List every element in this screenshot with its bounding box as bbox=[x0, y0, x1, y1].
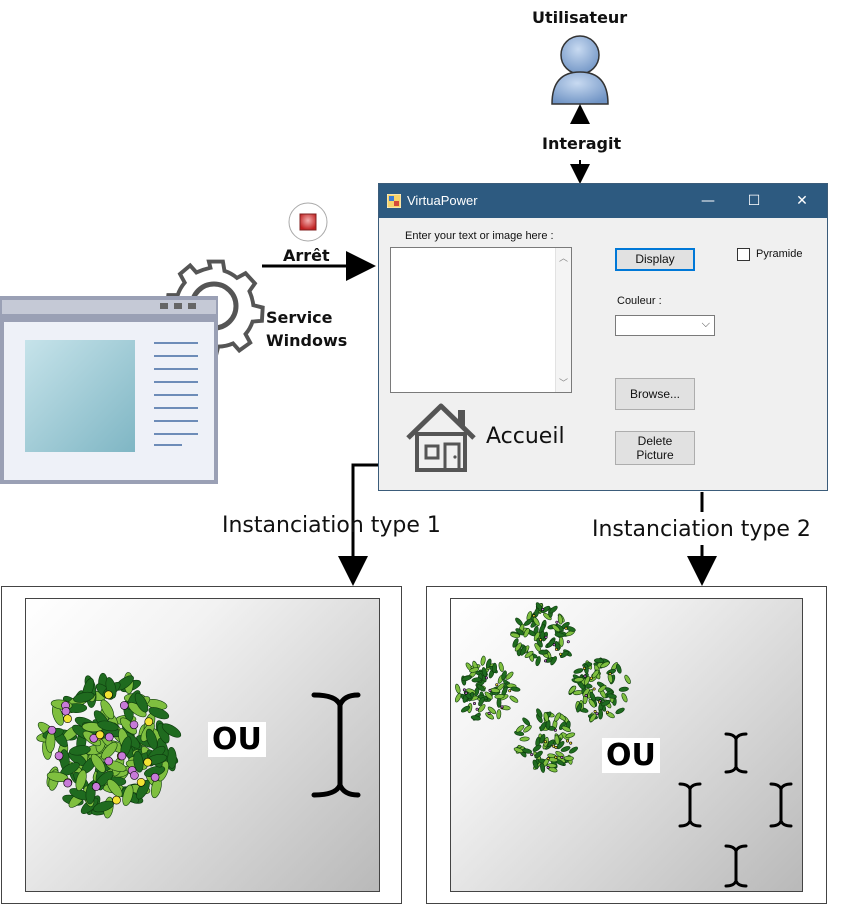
text-input-area[interactable]: ︿ ﹀ bbox=[390, 247, 572, 393]
i-beam-icon bbox=[678, 782, 702, 828]
stop-label: Arrêt bbox=[283, 246, 330, 265]
maximize-button[interactable]: ☐ bbox=[747, 193, 761, 209]
service-label-line1: Service bbox=[266, 308, 333, 327]
text-prompt: Enter your text or image here : bbox=[405, 230, 554, 242]
pyramide-label: Pyramide bbox=[756, 248, 803, 260]
interact-label: Interagit bbox=[542, 134, 622, 153]
pyramide-checkbox[interactable] bbox=[737, 248, 750, 261]
right-or-label: OU bbox=[602, 738, 660, 773]
couleur-select[interactable]: ⌵ bbox=[615, 315, 715, 336]
home-icon bbox=[406, 403, 476, 472]
user-icon bbox=[551, 35, 609, 105]
i-beam-icon bbox=[769, 782, 793, 828]
plant-icon bbox=[36, 672, 182, 819]
window-title: VirtuaPower bbox=[407, 193, 478, 208]
display-button[interactable]: Display bbox=[615, 248, 695, 271]
plant-icon bbox=[454, 655, 521, 721]
service-label-line2: Windows bbox=[266, 331, 348, 350]
minimize-button[interactable]: — bbox=[701, 193, 715, 209]
delete-button-line1: Delete bbox=[637, 434, 673, 448]
plant-icon bbox=[568, 657, 631, 723]
plant-icon bbox=[510, 602, 576, 667]
chevron-down-icon[interactable]: ⌵ bbox=[701, 317, 710, 330]
app-window-icon bbox=[0, 296, 218, 484]
close-button[interactable]: ✕ bbox=[796, 193, 808, 209]
home-label: Accueil bbox=[486, 424, 565, 449]
delete-button-line2: Picture bbox=[636, 448, 674, 462]
stop-icon bbox=[288, 202, 328, 242]
textarea-scrollbar[interactable]: ︿ ﹀ bbox=[555, 248, 571, 392]
instanciation1-line bbox=[351, 463, 378, 540]
delete-picture-button[interactable]: Delete Picture bbox=[615, 431, 695, 465]
i-beam-icon bbox=[724, 732, 748, 774]
instanciation-type2-label: Instanciation type 2 bbox=[592, 517, 811, 542]
scroll-up-icon[interactable]: ︿ bbox=[559, 254, 569, 264]
i-beam-icon bbox=[724, 844, 748, 888]
virtuapower-window: VirtuaPower — ☐ ✕ Enter your text or ima… bbox=[378, 183, 828, 491]
window-titlebar: VirtuaPower — ☐ ✕ bbox=[379, 184, 827, 218]
left-or-label: OU bbox=[208, 722, 266, 757]
i-beam-icon bbox=[311, 692, 361, 798]
browse-button[interactable]: Browse... bbox=[615, 378, 695, 410]
user-label: Utilisateur bbox=[532, 8, 628, 27]
instanciation-type1-label: Instanciation type 1 bbox=[222, 513, 441, 538]
app-icon bbox=[387, 194, 401, 208]
plant-icon bbox=[513, 708, 578, 773]
couleur-label: Couleur : bbox=[617, 295, 662, 307]
scroll-down-icon[interactable]: ﹀ bbox=[559, 379, 569, 389]
